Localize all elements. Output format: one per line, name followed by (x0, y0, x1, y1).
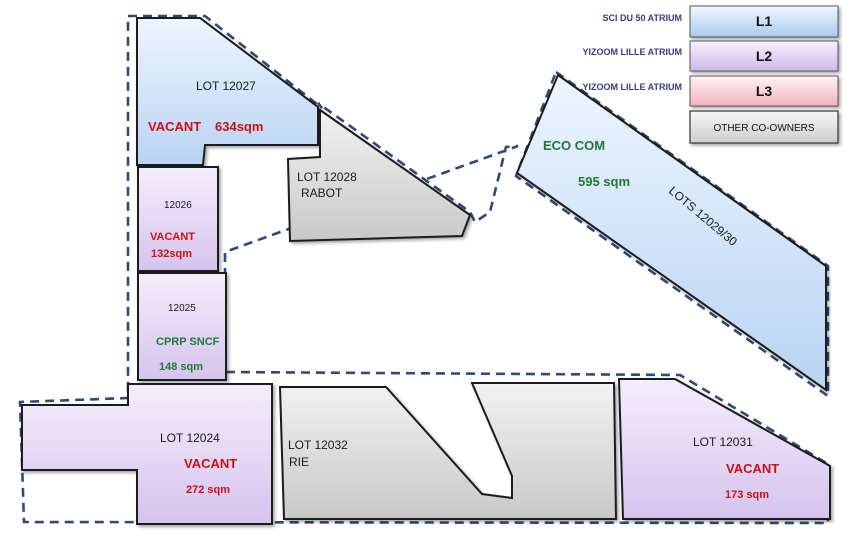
lot-12028-shape[interactable] (286, 108, 472, 243)
lot-12025-name: 12025 (168, 303, 196, 314)
lot-12029-30-tenant: ECO COM (543, 138, 605, 153)
lot-12026-area: 132sqm (151, 248, 192, 260)
lot-12027-area: 634sqm (215, 119, 263, 134)
lot-12027-status: VACANT (148, 119, 201, 134)
lot-12032-shape[interactable] (278, 382, 618, 520)
lot-12024-area: 272 sqm (186, 484, 230, 496)
legend-swatch-l2 (689, 40, 839, 72)
legend-label-l1: SCI DU 50 ATRIUM (602, 13, 682, 23)
legend-key-l2: L2 (756, 48, 773, 64)
lot-12025-area: 148 sqm (159, 361, 203, 373)
lot-12026-status: VACANT (150, 231, 195, 243)
legend-swatch-l3 (689, 75, 839, 107)
legend-label-l2: YIZOOM LILLE ATRIUM (583, 47, 683, 57)
lot-12025-tenant: CPRP SNCF (156, 336, 220, 348)
legend-swatch-l1 (689, 5, 839, 38)
lot-12026-name: 12026 (164, 200, 192, 211)
lot-12031-name: LOT 12031 (693, 435, 753, 449)
lot-12026-shape[interactable] (137, 166, 219, 272)
lot-12031-area: 173 sqm (725, 489, 769, 501)
lot-12029-30-shape[interactable] (515, 73, 827, 392)
lot-12027-name: LOT 12027 (196, 79, 256, 93)
lot-12024-shape[interactable] (21, 383, 273, 525)
legend-key-l1: L1 (756, 13, 773, 29)
lot-12032-name: LOT 12032 (288, 438, 348, 452)
lot-12028-name: LOT 12028 (297, 170, 357, 184)
legend-swatch-other (689, 110, 839, 144)
legend: SCI DU 50 ATRIUM L1 YIZOOM LILLE ATRIUM … (583, 5, 839, 144)
lot-12027-shape[interactable] (136, 17, 319, 166)
lot-12031-status: VACANT (726, 461, 779, 476)
lot-12024-status: VACANT (184, 456, 237, 471)
legend-key-l3: L3 (756, 83, 773, 99)
lot-12031-shape[interactable] (617, 378, 831, 520)
lot-12024-name: LOT 12024 (160, 431, 220, 445)
lot-12032-tenant: RIE (289, 455, 309, 469)
lot-12028-tenant: RABOT (301, 186, 343, 200)
lot-12029-30-area: 595 sqm (578, 174, 630, 189)
legend-key-other: OTHER CO-OWNERS (713, 123, 814, 134)
legend-label-l3: YIZOOM LILLE ATRIUM (583, 82, 683, 92)
lot-12025-shape[interactable] (137, 272, 227, 381)
